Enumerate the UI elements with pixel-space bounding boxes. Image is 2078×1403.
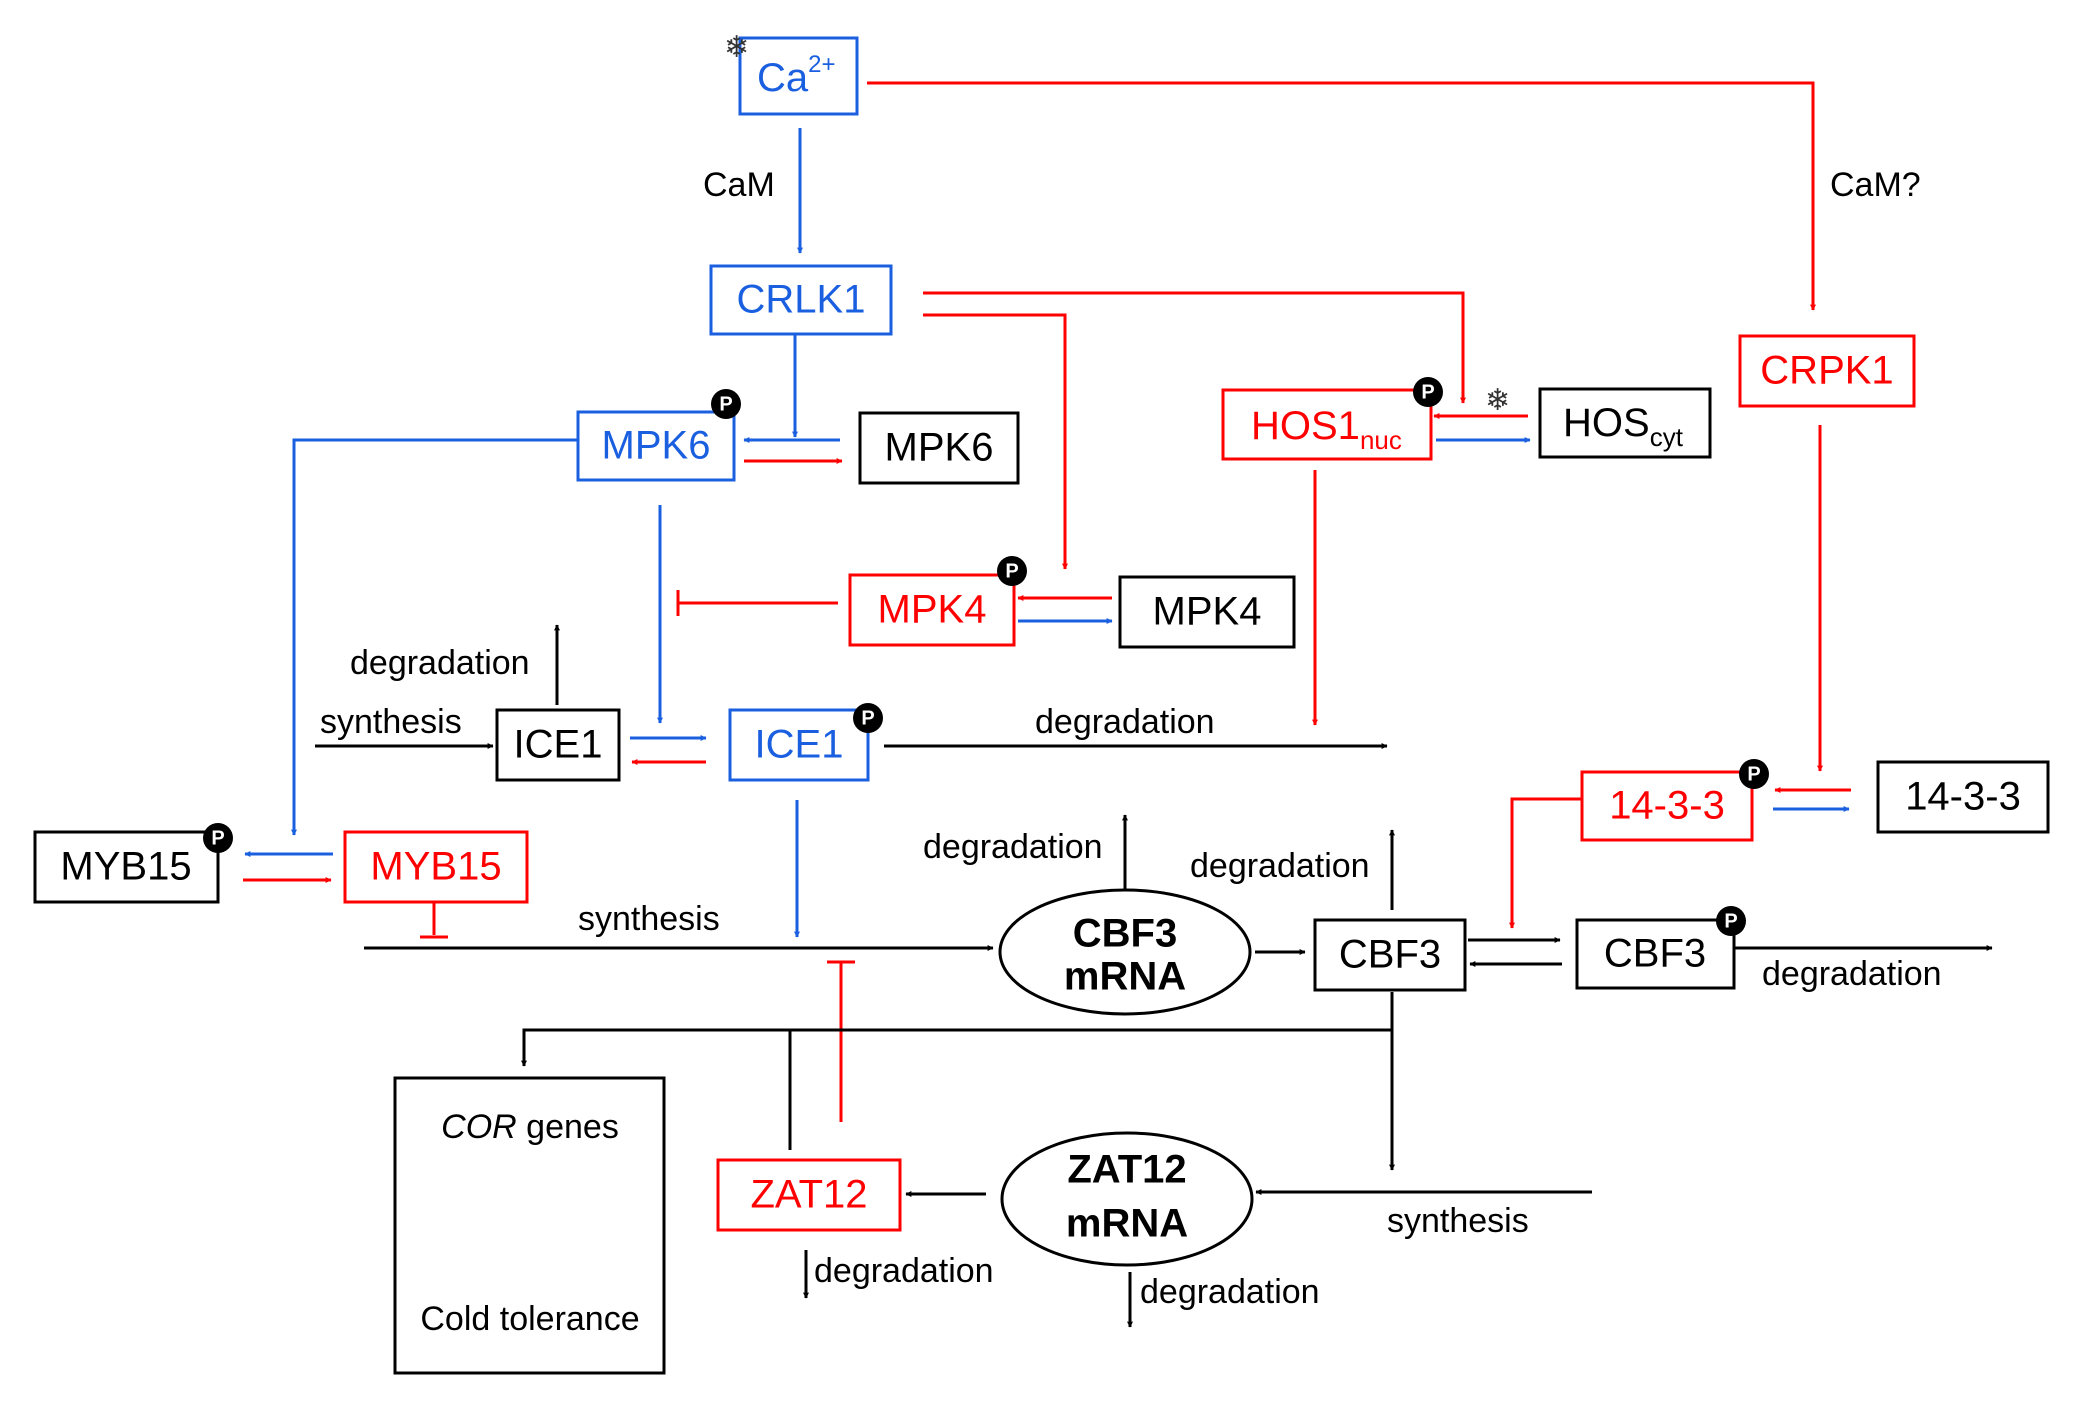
edge-ca-to-crpk1 [867,81,1816,311]
node-ice1: ICE1 [495,708,621,782]
svg-text:P: P [1724,910,1737,932]
cbf3mrna-line1: CBF3 [1073,912,1177,956]
edge-cbf3-to-cor-genes [521,992,1394,1067]
edge-crlk1-to-hos1 [923,291,1466,404]
hos1-label: HOS1nuc [1251,404,1402,455]
myb15p-label: MYB15 [60,845,191,889]
ice1-label: ICE1 [514,723,603,767]
phospho-badge-mpk4: P [997,556,1027,586]
zat12-label: ZAT12 [750,1173,867,1217]
node-cbf3: CBF3 [1313,918,1467,992]
node-crlk1: CRLK1 [709,264,893,336]
svg-text:P: P [861,707,874,729]
phospho-badge-cbf3: P [1716,906,1746,936]
svg-text:P: P [719,393,732,415]
ice1-degradation-label: degradation [350,644,530,682]
svg-text:P: P [211,827,224,849]
zat12mrna-line2: mRNA [1066,1202,1188,1246]
node-mpk4: MPK4 [1118,575,1296,649]
node-mpk4-phosphorylated: MPK4 [848,573,1016,647]
node-myb15: MYB15 [343,830,529,904]
crpk1-label: CRPK1 [1760,349,1893,393]
nodes: Ca2+ ❄ CaM CaM? CRLK1 CRPK1 MPK6 P MPK6 [33,31,2050,1375]
ice1-synthesis-label: synthesis [320,703,462,741]
cbf3p-degradation-label: degradation [1762,955,1942,993]
cold-stimulus-icon-hos: ❄ [1485,384,1510,417]
myb15-label: MYB15 [370,845,501,889]
node-zat12-mrna: ZAT12 mRNA [1000,1131,1254,1267]
hoscyt-label: HOScyt [1563,401,1684,452]
ice1p-degradation-label: degradation [1035,703,1215,741]
crlk1-label: CRLK1 [737,278,866,322]
cam-label: CaM [703,166,775,204]
cbf3-label: CBF3 [1339,933,1441,977]
phospho-badge-1433: P [1739,759,1769,789]
1433p-label: 14-3-3 [1609,784,1725,828]
node-hos1-nuc: HOS1nuc [1221,388,1433,461]
cbf3p-label: CBF3 [1604,932,1706,976]
node-cbf3-phosphorylated: CBF3 [1575,918,1736,990]
cam-question-label: CaM? [1830,166,1921,204]
cbf3-synthesis-label: synthesis [578,900,720,938]
edge-mpk6-to-myb15 [291,438,578,836]
phospho-badge-myb15: P [203,823,233,853]
phospho-badge-ice1: P [853,703,883,733]
1433-label: 14-3-3 [1905,775,2021,819]
zat12-degradation-label: degradation [814,1252,994,1290]
ca-label: Ca2+ [757,51,836,99]
cold-tolerance-label: Cold tolerance [420,1300,639,1338]
node-cbf3-mrna: CBF3 mRNA [998,888,1252,1016]
node-ice1-phosphorylated: ICE1 [728,708,870,782]
edges [243,81,1993,1328]
node-cor-genes-box: COR genes Cold tolerance [393,1076,666,1375]
zat12mrna-degradation-label: degradation [1140,1273,1320,1311]
mpk4p-label: MPK4 [878,588,987,632]
mpk4-label: MPK4 [1153,590,1262,634]
svg-text:P: P [1421,381,1434,403]
mpk6p-label: MPK6 [602,424,711,468]
node-1433-phosphorylated: 14-3-3 [1580,770,1754,842]
node-mpk6: MPK6 [858,411,1020,485]
node-1433: 14-3-3 [1876,760,2050,834]
cbf3mrna-line2: mRNA [1064,955,1186,999]
node-zat12: ZAT12 [716,1158,902,1232]
cbf3-degradation-label: degradation [1190,847,1370,885]
cold-stimulus-icon: ❄ [724,31,749,64]
cbf3mrna-degradation-label: degradation [923,828,1103,866]
phospho-badge-mpk6: P [711,389,741,419]
zat12mrna-line1: ZAT12 [1067,1148,1186,1192]
edge-1433-to-cbf3 [1509,797,1582,929]
node-myb15-phosphorylated: MYB15 [33,830,220,904]
mpk6-label: MPK6 [885,426,994,470]
svg-text:P: P [1747,763,1760,785]
svg-text:P: P [1005,560,1018,582]
cor-genes-label: COR genes [441,1108,619,1146]
zat12mrna-synthesis-label: synthesis [1387,1202,1529,1240]
node-hos-cyt: HOScyt [1538,387,1712,459]
edge-crlk1-to-mpk4 [923,313,1068,570]
node-mpk6-phosphorylated: MPK6 [576,410,736,482]
phospho-badge-hos1: P [1413,377,1443,407]
node-ca2: Ca2+ [738,36,859,116]
node-crpk1: CRPK1 [1738,334,1916,408]
ice1p-label: ICE1 [755,723,844,767]
